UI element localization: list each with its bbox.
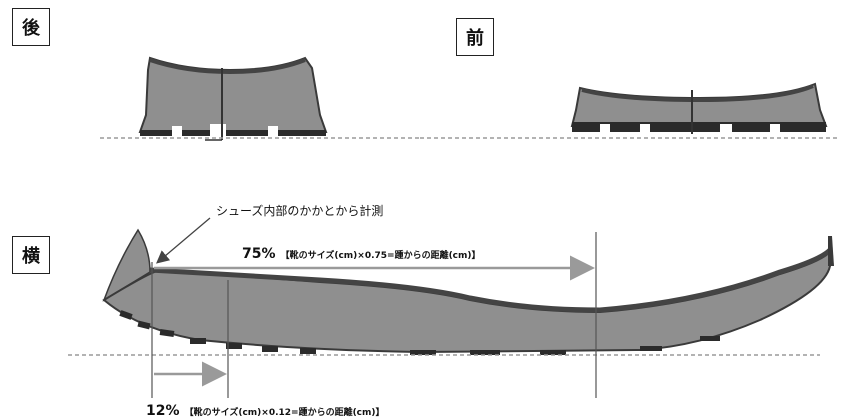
measure-12-formula: 【靴のサイズ(cm)×0.12=踵からの距離(cm)】	[184, 408, 385, 418]
measure-75-percent: 75%	[242, 246, 276, 262]
heel-note-pointer	[156, 217, 211, 264]
front-view-label: 前	[456, 18, 494, 56]
front-view-sole	[570, 82, 828, 134]
side-view-label: 横	[12, 236, 50, 274]
measure-12-label: 12% 【靴のサイズ(cm)×0.12=踵からの距離(cm)】	[146, 400, 385, 419]
heel-measure-note: シューズ内部のかかとから計測	[216, 204, 384, 218]
side-view-sole	[102, 228, 834, 355]
measure-75-label: 75% 【靴のサイズ(cm)×0.75=踵からの距離(cm)】	[242, 243, 481, 262]
measure-75-formula: 【靴のサイズ(cm)×0.75=踵からの距離(cm)】	[280, 251, 481, 261]
measure-12-percent: 12%	[146, 403, 180, 419]
rear-view-label: 後	[12, 8, 50, 46]
rear-view-sole	[138, 56, 328, 141]
